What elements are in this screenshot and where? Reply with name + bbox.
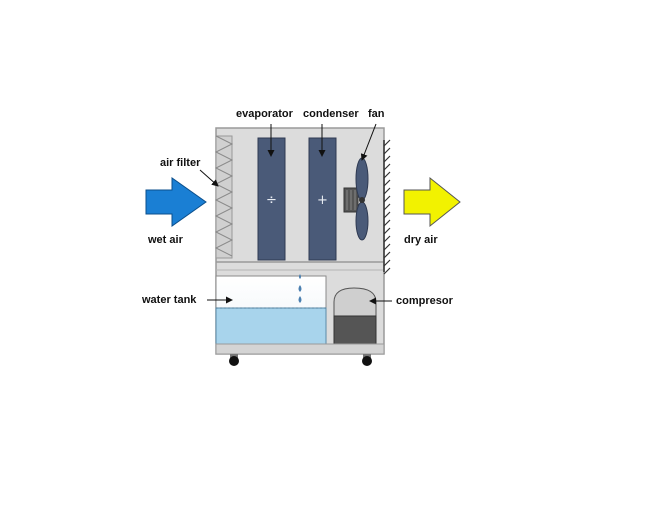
wheel-right	[362, 354, 372, 366]
wet-air-arrow	[145, 177, 207, 227]
label-condenser: condenser	[303, 108, 359, 120]
evaporator-symbol: ÷	[266, 193, 277, 208]
leader-air-filter	[199, 169, 219, 187]
water-tank	[215, 275, 327, 345]
compressor	[333, 287, 377, 345]
exhaust-grille	[383, 139, 391, 275]
air-filter	[214, 135, 234, 259]
cabinet-base	[215, 343, 385, 355]
label-compressor: compresor	[396, 295, 454, 307]
label-wet-air: wet air	[147, 234, 184, 246]
label-fan: fan	[368, 108, 385, 120]
label-air-filter: air filter	[160, 157, 201, 169]
leader-fan	[360, 123, 377, 161]
condenser-symbol: +	[317, 193, 328, 208]
dry-air-arrow	[403, 176, 461, 228]
label-evaporator: evaporator	[236, 108, 294, 120]
label-dry-air: dry air	[404, 234, 438, 246]
label-water-tank: water tank	[141, 294, 197, 306]
fan-icon	[343, 157, 369, 241]
water-level	[215, 307, 327, 345]
condenser-coil	[308, 137, 337, 261]
water-drops-icon	[298, 274, 302, 303]
wheel-left	[229, 354, 239, 366]
